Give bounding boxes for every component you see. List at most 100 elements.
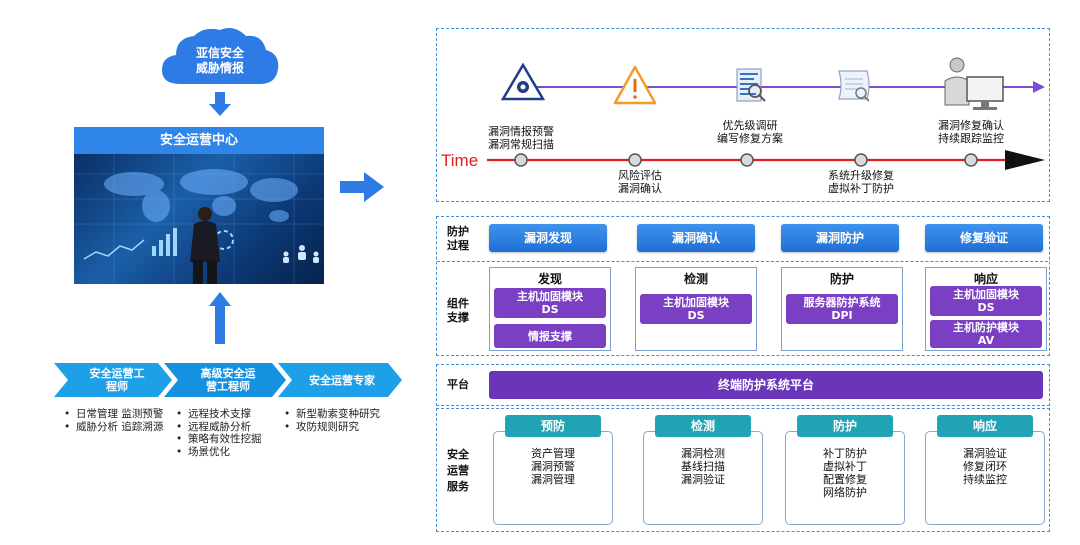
timeline-top-label: 漏洞情报预警 漏洞常规扫描 xyxy=(471,125,571,151)
service-items: 补丁防护 虚拟补丁 配置修复 网络防护 xyxy=(785,447,905,499)
arrow-shaft xyxy=(215,92,225,104)
process-label: 防护 过程 xyxy=(447,225,469,253)
left-panel: 亚信安全 威胁情报 安全运营中心 xyxy=(0,0,420,545)
list-item: 漏洞验证 xyxy=(963,447,1007,460)
list-item: 威胁分析 追踪溯源 xyxy=(64,421,174,434)
list-item: 远程技术支撑 xyxy=(176,408,286,421)
timeline-text-line: 系统升级修复 xyxy=(828,169,894,182)
module-line: 主机加固模块 xyxy=(953,288,1019,301)
role-label-line: 营工程师 xyxy=(206,380,250,393)
module-line: 主机加固模块 xyxy=(663,296,729,309)
timeline-text-line: 漏洞情报预警 xyxy=(488,125,554,138)
timeline-text-line: 虚拟补丁防护 xyxy=(828,182,894,195)
process-components-panel: 防护 过程 漏洞发现 漏洞确认 漏洞防护 修复验证 组件 支撑 发现 主机加固模… xyxy=(436,216,1050,356)
components-label: 组件 支撑 xyxy=(447,297,469,325)
component-module: 主机加固模块 DS xyxy=(494,288,606,318)
component-module: 情报支撑 xyxy=(494,324,606,348)
timeline-bottom-label: 系统升级修复 虚拟补丁防护 xyxy=(811,169,911,195)
role-duties-senior-engineer: 远程技术支撑 远程威胁分析 策略有效性挖掘 场景优化 xyxy=(176,408,286,458)
arrow-up-icon xyxy=(209,292,231,306)
role-label-engineer: 安全运营工程师 xyxy=(68,363,166,397)
cloud-title: 亚信安全 威胁情报 xyxy=(158,46,282,76)
component-title: 防护 xyxy=(829,272,854,286)
component-module: 服务器防护系统 DPI xyxy=(786,294,898,324)
component-title: 响应 xyxy=(973,272,998,286)
role-label-line: 安全运营专家 xyxy=(309,373,375,387)
timeline-panel: Time 漏洞情报预警 漏洞常规扫描 优先级调研 编写修复方案 漏洞修复确认 持… xyxy=(436,28,1050,202)
row-label-line: 组件 xyxy=(447,297,469,310)
services-panel: 安全 运营 服务 预防 资产管理 漏洞预警 漏洞管理 检测 漏洞检测 基线扫描 … xyxy=(436,408,1050,532)
timeline-text-line: 风险评估 xyxy=(618,169,662,182)
scroll-icon xyxy=(838,70,870,102)
timeline-text-line: 编写修复方案 xyxy=(717,132,783,145)
platform-panel: 平台 终端防护系统平台 xyxy=(436,364,1050,406)
step-vuln-discovery: 漏洞发现 xyxy=(489,224,607,252)
workstation-icon xyxy=(944,57,1004,110)
platform-bar: 终端防护系统平台 xyxy=(489,371,1043,399)
timeline-label: Time xyxy=(441,151,479,170)
service-title: 检测 xyxy=(655,415,751,437)
module-line: 服务器防护系统 xyxy=(803,296,881,309)
timeline-top-label: 漏洞修复确认 持续跟踪监控 xyxy=(917,119,1025,145)
document-scan-icon xyxy=(736,68,766,102)
module-line: DPI xyxy=(831,309,853,322)
list-item: 漏洞验证 xyxy=(681,473,725,486)
row-label-line: 安全 xyxy=(447,448,469,461)
component-column: 防护 服务器防护系统 DPI xyxy=(781,267,903,351)
role-label-line: 高级安全运 xyxy=(200,367,256,380)
list-item: 补丁防护 xyxy=(823,447,867,460)
timeline-text-line: 漏洞常规扫描 xyxy=(488,138,554,151)
timeline-text-line: 持续跟踪监控 xyxy=(938,132,1004,145)
timeline-bottom-label: 风险评估 漏洞确认 xyxy=(595,169,685,195)
module-line: 主机加固模块 xyxy=(517,290,583,303)
row-label-line: 服务 xyxy=(447,480,469,493)
services-label: 安全 运营 服务 xyxy=(447,447,469,495)
role-duties-engineer: 日常管理 监测预警 威胁分析 追踪溯源 xyxy=(64,408,174,433)
soc-operator-image xyxy=(74,154,324,284)
module-line: DS xyxy=(977,301,995,314)
role-label-senior-engineer: 高级安全运营工程师 xyxy=(178,363,278,397)
service-column xyxy=(925,431,1045,525)
list-item: 场景优化 xyxy=(176,446,286,459)
list-item: 策略有效性挖掘 xyxy=(176,433,286,446)
service-title: 预防 xyxy=(505,415,601,437)
soc-title: 安全运营中心 xyxy=(74,127,324,154)
list-item: 持续监控 xyxy=(963,473,1007,486)
component-title: 发现 xyxy=(537,272,562,286)
service-items: 漏洞检测 基线扫描 漏洞验证 xyxy=(643,447,763,486)
list-item: 虚拟补丁 xyxy=(823,460,867,473)
module-line: DS xyxy=(687,309,705,322)
role-label-expert: 安全运营专家 xyxy=(292,363,392,397)
list-item: 漏洞管理 xyxy=(531,473,575,486)
list-item: 新型勒索变种研究 xyxy=(284,408,404,421)
component-module: 主机防护模块 AV xyxy=(930,320,1042,348)
arrow-down-icon xyxy=(209,104,231,116)
timeline-text-line: 漏洞修复确认 xyxy=(938,119,1004,132)
module-line: 情报支撑 xyxy=(528,329,572,343)
list-item: 远程威胁分析 xyxy=(176,421,286,434)
role-label-line: 安全运营工 xyxy=(89,367,145,380)
row-label-line: 过程 xyxy=(447,239,469,252)
component-module: 主机加固模块 DS xyxy=(930,286,1042,316)
list-item: 漏洞检测 xyxy=(681,447,725,460)
platform-label: 平台 xyxy=(447,378,469,391)
service-title: 响应 xyxy=(937,415,1033,437)
timeline-text-line: 优先级调研 xyxy=(722,119,778,132)
module-line: 主机防护模块 xyxy=(953,321,1019,334)
cloud-icon xyxy=(162,28,279,84)
component-column: 发现 主机加固模块 DS 情报支撑 xyxy=(489,267,611,351)
timeline-graphic xyxy=(487,57,1045,170)
step-vuln-confirm: 漏洞确认 xyxy=(637,224,755,252)
row-label-line: 防护 xyxy=(447,225,469,238)
arrow-shaft xyxy=(215,306,225,344)
component-title: 检测 xyxy=(683,272,708,286)
role-chevrons xyxy=(54,363,402,397)
module-line: DS xyxy=(541,303,559,316)
service-items: 资产管理 漏洞预警 漏洞管理 xyxy=(493,447,613,486)
list-item: 基线扫描 xyxy=(681,460,725,473)
service-title: 防护 xyxy=(797,415,893,437)
list-item: 修复闭环 xyxy=(963,460,1007,473)
cloud-title-line: 亚信安全 xyxy=(195,46,244,60)
cloud-title-line: 威胁情报 xyxy=(195,61,244,75)
component-column: 检测 主机加固模块 DS xyxy=(635,267,757,351)
